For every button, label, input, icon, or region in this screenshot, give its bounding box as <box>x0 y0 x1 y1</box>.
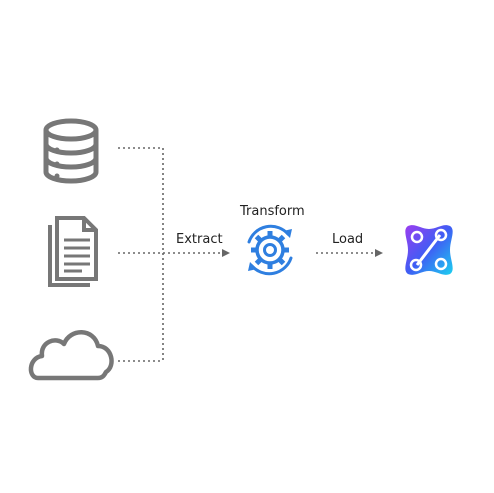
cloud-icon <box>28 330 114 381</box>
sync-arrowhead-bottom <box>248 262 257 271</box>
document-icon <box>48 216 98 287</box>
app-logo-icon <box>405 225 453 275</box>
extract-label: Extract <box>176 232 223 247</box>
source-connectors <box>118 147 222 362</box>
load-arrowhead <box>375 249 383 257</box>
extract-arrowhead <box>222 249 230 257</box>
transform-label: Transform <box>240 204 305 219</box>
database-icon <box>43 118 99 184</box>
sync-arrowhead-top <box>283 229 292 238</box>
gear-sync-icon <box>247 224 293 276</box>
load-label: Load <box>332 232 364 247</box>
